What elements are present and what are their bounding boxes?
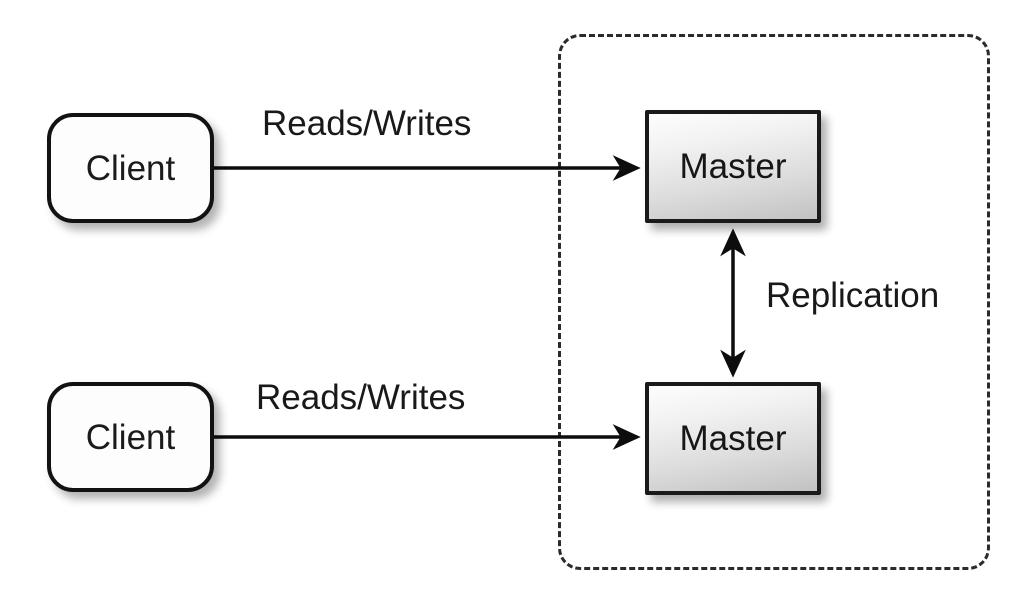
edge-label-reads-writes-top: Reads/Writes: [262, 104, 472, 143]
edge-label-reads-writes-bottom: Reads/Writes: [256, 378, 466, 417]
edge-label-replication: Replication: [766, 276, 940, 315]
node-client-bottom-label: Client: [85, 417, 176, 457]
replication-cluster-boundary: [558, 34, 990, 570]
node-master-bottom[interactable]: Master: [645, 382, 821, 495]
node-client-bottom[interactable]: Client: [47, 382, 214, 492]
node-client-top-label: Client: [85, 148, 176, 188]
node-master-top[interactable]: Master: [645, 110, 821, 223]
node-master-bottom-label: Master: [679, 419, 787, 458]
node-master-top-label: Master: [679, 147, 787, 186]
node-client-top[interactable]: Client: [47, 113, 214, 223]
